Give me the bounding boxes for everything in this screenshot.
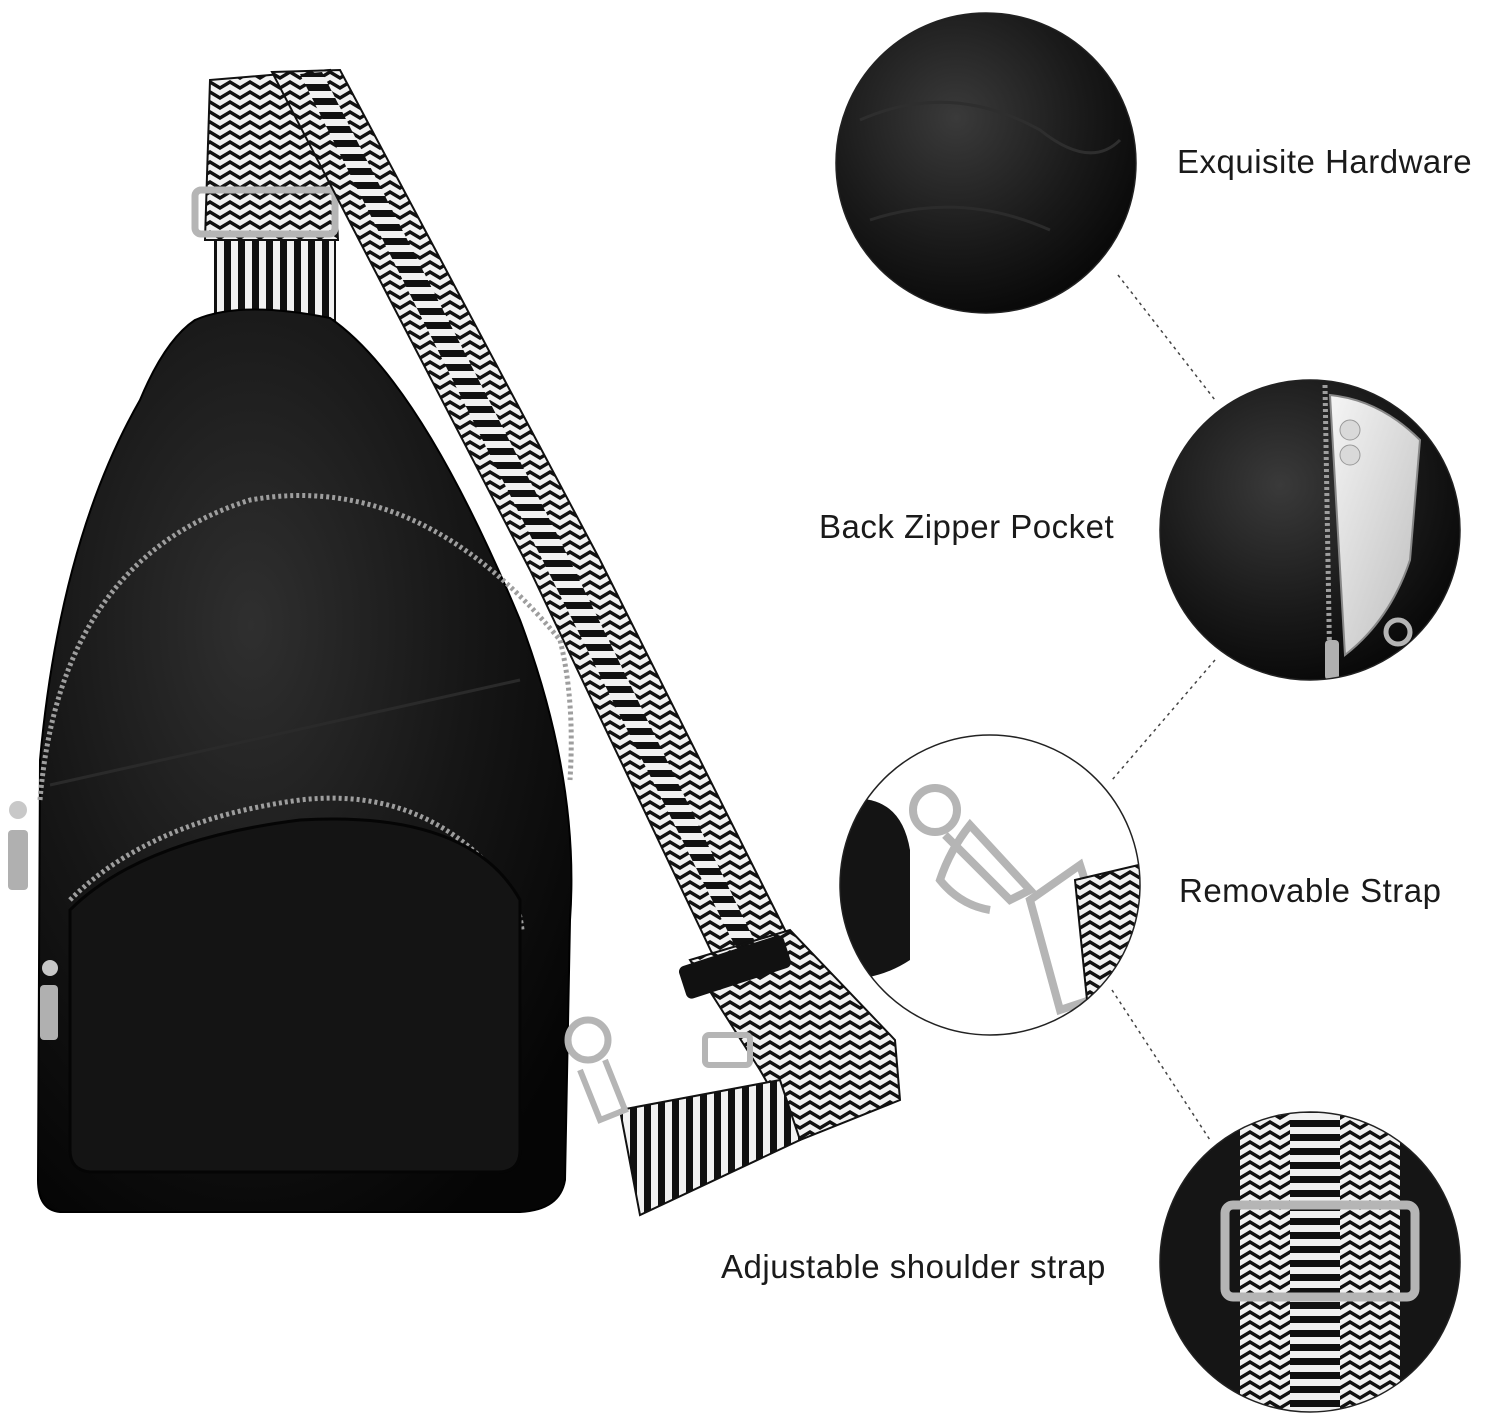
connector-lines: [1111, 274, 1216, 1141]
detail-circle-pocket: [1160, 380, 1460, 680]
feature-label-pocket: Back Zipper Pocket: [819, 508, 1115, 545]
side-clasp: [564, 1016, 629, 1124]
front-pocket: [68, 817, 522, 1174]
sling-bag: [8, 68, 902, 1217]
zipper-pull: [8, 801, 58, 1040]
detail-circle-adjust: [1160, 1112, 1460, 1412]
feature-label-hardware: Exquisite Hardware: [1177, 143, 1473, 180]
feature-label-strap: Removable Strap: [1179, 872, 1442, 909]
feature-label-adjust: Adjustable shoulder strap: [721, 1248, 1106, 1285]
shoulder-strap: [270, 68, 902, 1217]
detail-circle-hardware: [836, 13, 1136, 313]
detail-circle-strap: [840, 735, 1140, 1035]
